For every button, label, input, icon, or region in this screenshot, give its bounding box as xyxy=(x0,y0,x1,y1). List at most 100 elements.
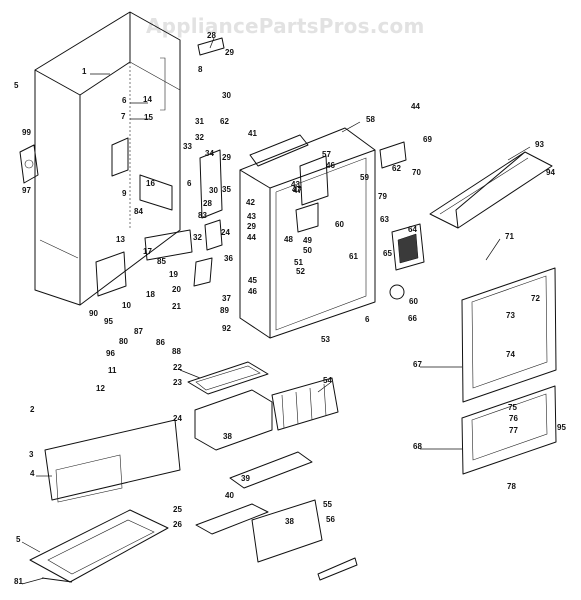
callout-75: 75 xyxy=(508,403,517,412)
callout-58: 58 xyxy=(366,115,375,124)
callout-5: 5 xyxy=(14,81,19,90)
callout-8: 8 xyxy=(198,65,203,74)
callout-42: 42 xyxy=(246,198,255,207)
callout-97: 97 xyxy=(22,186,31,195)
callout-13: 13 xyxy=(116,235,125,244)
callout-69: 69 xyxy=(423,135,432,144)
callout-49: 49 xyxy=(303,236,312,245)
callout-4: 4 xyxy=(30,469,35,478)
callout-17: 17 xyxy=(143,247,152,256)
callout-1: 1 xyxy=(82,67,87,76)
callout-96: 96 xyxy=(106,349,115,358)
callout-81: 81 xyxy=(14,577,23,586)
callout-62: 62 xyxy=(392,164,401,173)
callout-53: 53 xyxy=(321,335,330,344)
callout-93: 93 xyxy=(535,140,544,149)
callout-46: 46 xyxy=(248,287,257,296)
callout-95: 95 xyxy=(557,423,566,432)
callout-10: 10 xyxy=(122,301,131,310)
callout-44: 44 xyxy=(247,233,256,242)
callout-3: 3 xyxy=(29,450,34,459)
callout-70: 70 xyxy=(412,168,421,177)
watermark: AppliancePartsPros.com xyxy=(146,14,425,38)
callout-92: 92 xyxy=(222,324,231,333)
callout-41: 41 xyxy=(248,129,257,138)
callout-52: 52 xyxy=(296,267,305,276)
callout-11: 11 xyxy=(108,366,117,375)
callout-95: 95 xyxy=(104,317,113,326)
callout-84: 84 xyxy=(134,207,143,216)
callout-12: 12 xyxy=(96,384,105,393)
callout-20: 20 xyxy=(172,285,181,294)
callout-57: 57 xyxy=(322,150,331,159)
callout-22: 22 xyxy=(173,363,182,372)
callout-60: 60 xyxy=(335,220,344,229)
callout-16: 16 xyxy=(146,179,155,188)
callout-26: 26 xyxy=(173,520,182,529)
callout-30: 30 xyxy=(209,186,218,195)
callout-23: 23 xyxy=(173,378,182,387)
callout-38: 38 xyxy=(285,517,294,526)
callout-77: 77 xyxy=(509,426,518,435)
callout-61: 61 xyxy=(349,252,358,261)
callout-34: 34 xyxy=(205,149,214,158)
callout-40: 40 xyxy=(225,491,234,500)
callout-6: 6 xyxy=(365,315,370,324)
cabinet-side-bracket xyxy=(19,144,39,184)
callout-36: 36 xyxy=(224,254,233,263)
callout-33: 33 xyxy=(183,142,192,151)
callout-55: 55 xyxy=(323,500,332,509)
callout-76: 76 xyxy=(509,414,518,423)
door-gasket-frames xyxy=(461,267,557,475)
callout-29: 29 xyxy=(225,48,234,57)
callout-32: 32 xyxy=(195,133,204,142)
callout-46: 46 xyxy=(326,161,335,170)
callout-29: 29 xyxy=(222,153,231,162)
callout-47: 47 xyxy=(292,185,301,194)
callout-29: 29 xyxy=(247,222,256,231)
callout-63: 63 xyxy=(380,215,389,224)
callout-14: 14 xyxy=(143,95,152,104)
callout-74: 74 xyxy=(506,350,515,359)
callout-60: 60 xyxy=(409,297,418,306)
callout-86: 86 xyxy=(156,338,165,347)
callout-65: 65 xyxy=(383,249,392,258)
callout-43: 43 xyxy=(291,180,300,189)
crisper-cover-channel xyxy=(429,151,553,229)
callout-35: 35 xyxy=(222,185,231,194)
callout-89: 89 xyxy=(220,306,229,315)
callout-51: 51 xyxy=(294,258,303,267)
callout-30: 30 xyxy=(222,91,231,100)
callout-47: 47 xyxy=(293,186,302,195)
callout-37: 37 xyxy=(222,294,231,303)
callout-44: 44 xyxy=(411,102,420,111)
leader-lines xyxy=(21,37,531,585)
callout-28: 28 xyxy=(203,199,212,208)
callout-59: 59 xyxy=(360,173,369,182)
callout-9: 9 xyxy=(122,189,127,198)
cabinet-shell xyxy=(34,11,181,306)
callout-19: 19 xyxy=(169,270,178,279)
callout-66: 66 xyxy=(408,314,417,323)
callout-80: 80 xyxy=(119,337,128,346)
callout-88: 88 xyxy=(172,347,181,356)
callout-28: 28 xyxy=(207,31,216,40)
callout-85: 85 xyxy=(157,257,166,266)
callout-94: 94 xyxy=(546,168,555,177)
callout-79: 79 xyxy=(378,192,387,201)
damper-control xyxy=(379,141,425,300)
callout-24: 24 xyxy=(173,414,182,423)
callout-18: 18 xyxy=(146,290,155,299)
callout-90: 90 xyxy=(89,309,98,318)
callout-21: 21 xyxy=(172,302,181,311)
callout-72: 72 xyxy=(531,294,540,303)
callout-43: 43 xyxy=(247,212,256,221)
callout-24: 24 xyxy=(221,228,230,237)
callout-6: 6 xyxy=(187,179,192,188)
freezer-liner xyxy=(239,127,376,339)
callout-67: 67 xyxy=(413,360,422,369)
callout-62: 62 xyxy=(220,117,229,126)
